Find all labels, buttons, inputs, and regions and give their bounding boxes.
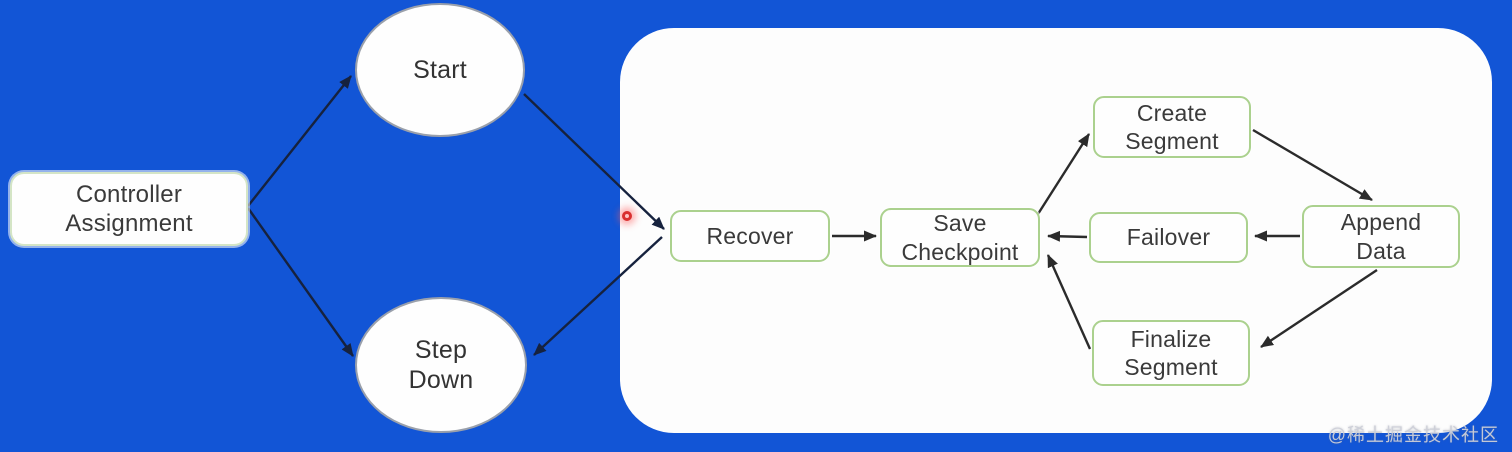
- node-append-data: Append Data: [1302, 205, 1460, 268]
- node-label-line: Controller: [75, 180, 183, 208]
- node-label-line: Append: [1340, 209, 1422, 236]
- node-label-line: Recover: [706, 222, 794, 249]
- node-label-line: Finalize: [1130, 325, 1212, 352]
- node-label-line: Data: [1356, 237, 1406, 264]
- node-create-segment: Create Segment: [1093, 96, 1251, 158]
- edge-controller-assignment-to-step-down: [247, 207, 354, 357]
- node-finalize-segment: Finalize Segment: [1092, 320, 1250, 386]
- node-label-line: Step: [414, 335, 468, 364]
- node-label-line: Checkpoint: [901, 238, 1019, 265]
- node-label-line: Segment: [1125, 128, 1219, 154]
- node-recover: Recover: [670, 210, 830, 262]
- node-label-line: Save: [933, 210, 987, 237]
- laser-pointer-dot: [622, 211, 632, 221]
- node-label-line: Segment: [1124, 354, 1218, 380]
- node-label-line: Assignment: [65, 210, 193, 237]
- node-controller-assignment: Controller Assignment: [10, 172, 248, 246]
- node-failover: Failover: [1089, 212, 1248, 263]
- edge-controller-assignment-to-start: [247, 75, 352, 207]
- node-label-line: Down: [408, 366, 474, 394]
- node-label-line: Failover: [1126, 224, 1211, 251]
- watermark: @稀土掘金技术社区: [1327, 425, 1499, 445]
- node-start: Start: [355, 3, 525, 137]
- node-label-line: Start: [413, 55, 467, 84]
- node-save-checkpoint: Save Checkpoint: [880, 208, 1040, 267]
- node-step-down: Step Down: [355, 297, 527, 433]
- node-label-line: Create: [1136, 99, 1208, 126]
